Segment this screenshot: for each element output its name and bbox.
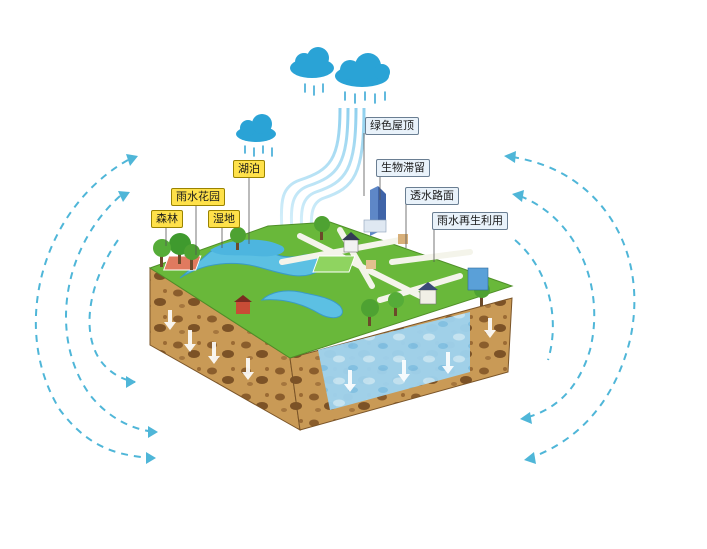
label-green-roof: 绿色屋顶 (365, 117, 419, 135)
right-arrowheads (504, 151, 536, 464)
infiltration-arrows (164, 310, 496, 392)
trees (153, 216, 490, 326)
label-forest: 森林 (151, 210, 183, 228)
label-rain-garden: 雨水花园 (171, 188, 225, 206)
leader-lines (165, 133, 435, 262)
rain-drops (244, 83, 386, 157)
cloud-icon (236, 47, 390, 142)
tower-building (363, 186, 387, 236)
groundwater (318, 312, 470, 410)
label-lake: 湖泊 (233, 160, 265, 178)
river-branch (260, 290, 343, 319)
house-buildings (234, 232, 489, 314)
label-wetland: 湿地 (208, 210, 240, 228)
label-rainwater-reuse: 雨水再生利用 (432, 212, 508, 230)
left-water-cycle-arrows (34, 159, 156, 459)
left-arrowheads (118, 154, 158, 464)
right-water-cycle-arrows (511, 156, 636, 459)
rain-streams (279, 107, 366, 237)
park-lawn (312, 255, 356, 273)
label-bioretention: 生物滞留 (376, 159, 430, 177)
lake (210, 239, 285, 257)
label-permeable-pavement: 透水路面 (405, 187, 459, 205)
